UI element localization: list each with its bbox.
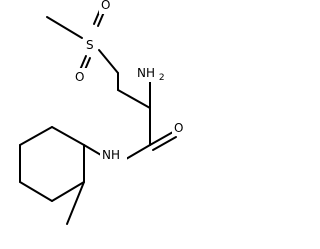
ring-bond-4 — [19, 181, 53, 202]
bond-methyl-sulfur — [46, 16, 83, 39]
ring-bond-2 — [19, 126, 53, 146]
amine-label-subscript: 2 — [159, 73, 165, 83]
sulfur-label: S — [86, 38, 94, 52]
bond-ch2-alpha-carbon — [117, 89, 151, 109]
bond-carbonyl-oxygen-1 — [149, 131, 174, 146]
bond-sulfur-oxygen-lower-1 — [79, 55, 87, 71]
upper-oxygen-label-background — [99, 0, 115, 14]
upper-sulfonyl-oxygen-label: O — [101, 0, 110, 12]
lower-sulfonyl-oxygen-label: O — [75, 70, 84, 84]
chemical-structure: S O O NH 2 O NH — [19, 0, 189, 225]
amine-label-main: NH — [137, 66, 155, 80]
amide-oxygen-label: O — [174, 121, 183, 135]
ring-bond-1 — [51, 126, 85, 146]
lower-oxygen-label-background — [73, 68, 89, 85]
bond-carbonyl-oxygen-2 — [152, 136, 177, 151]
bond-sulfur-oxygen-upper-2 — [97, 11, 105, 27]
bond-ring-methyl — [66, 181, 85, 225]
amide-nitrogen-label: NH — [102, 148, 120, 162]
amine-label-background — [135, 63, 169, 82]
bond-nitrogen-ring — [83, 144, 102, 156]
bond-sulfur-ch2 — [98, 49, 119, 74]
bond-carbonyl-nitrogen — [125, 144, 151, 160]
structure-canvas: S O O NH 2 O NH — [19, 0, 189, 225]
amine-label: NH 2 — [137, 66, 165, 83]
sulfur-label-background — [84, 35, 98, 53]
amide-oxygen-label-background — [172, 118, 189, 136]
ring-bond-5 — [51, 181, 85, 202]
amide-nitrogen-label-background — [100, 145, 127, 164]
